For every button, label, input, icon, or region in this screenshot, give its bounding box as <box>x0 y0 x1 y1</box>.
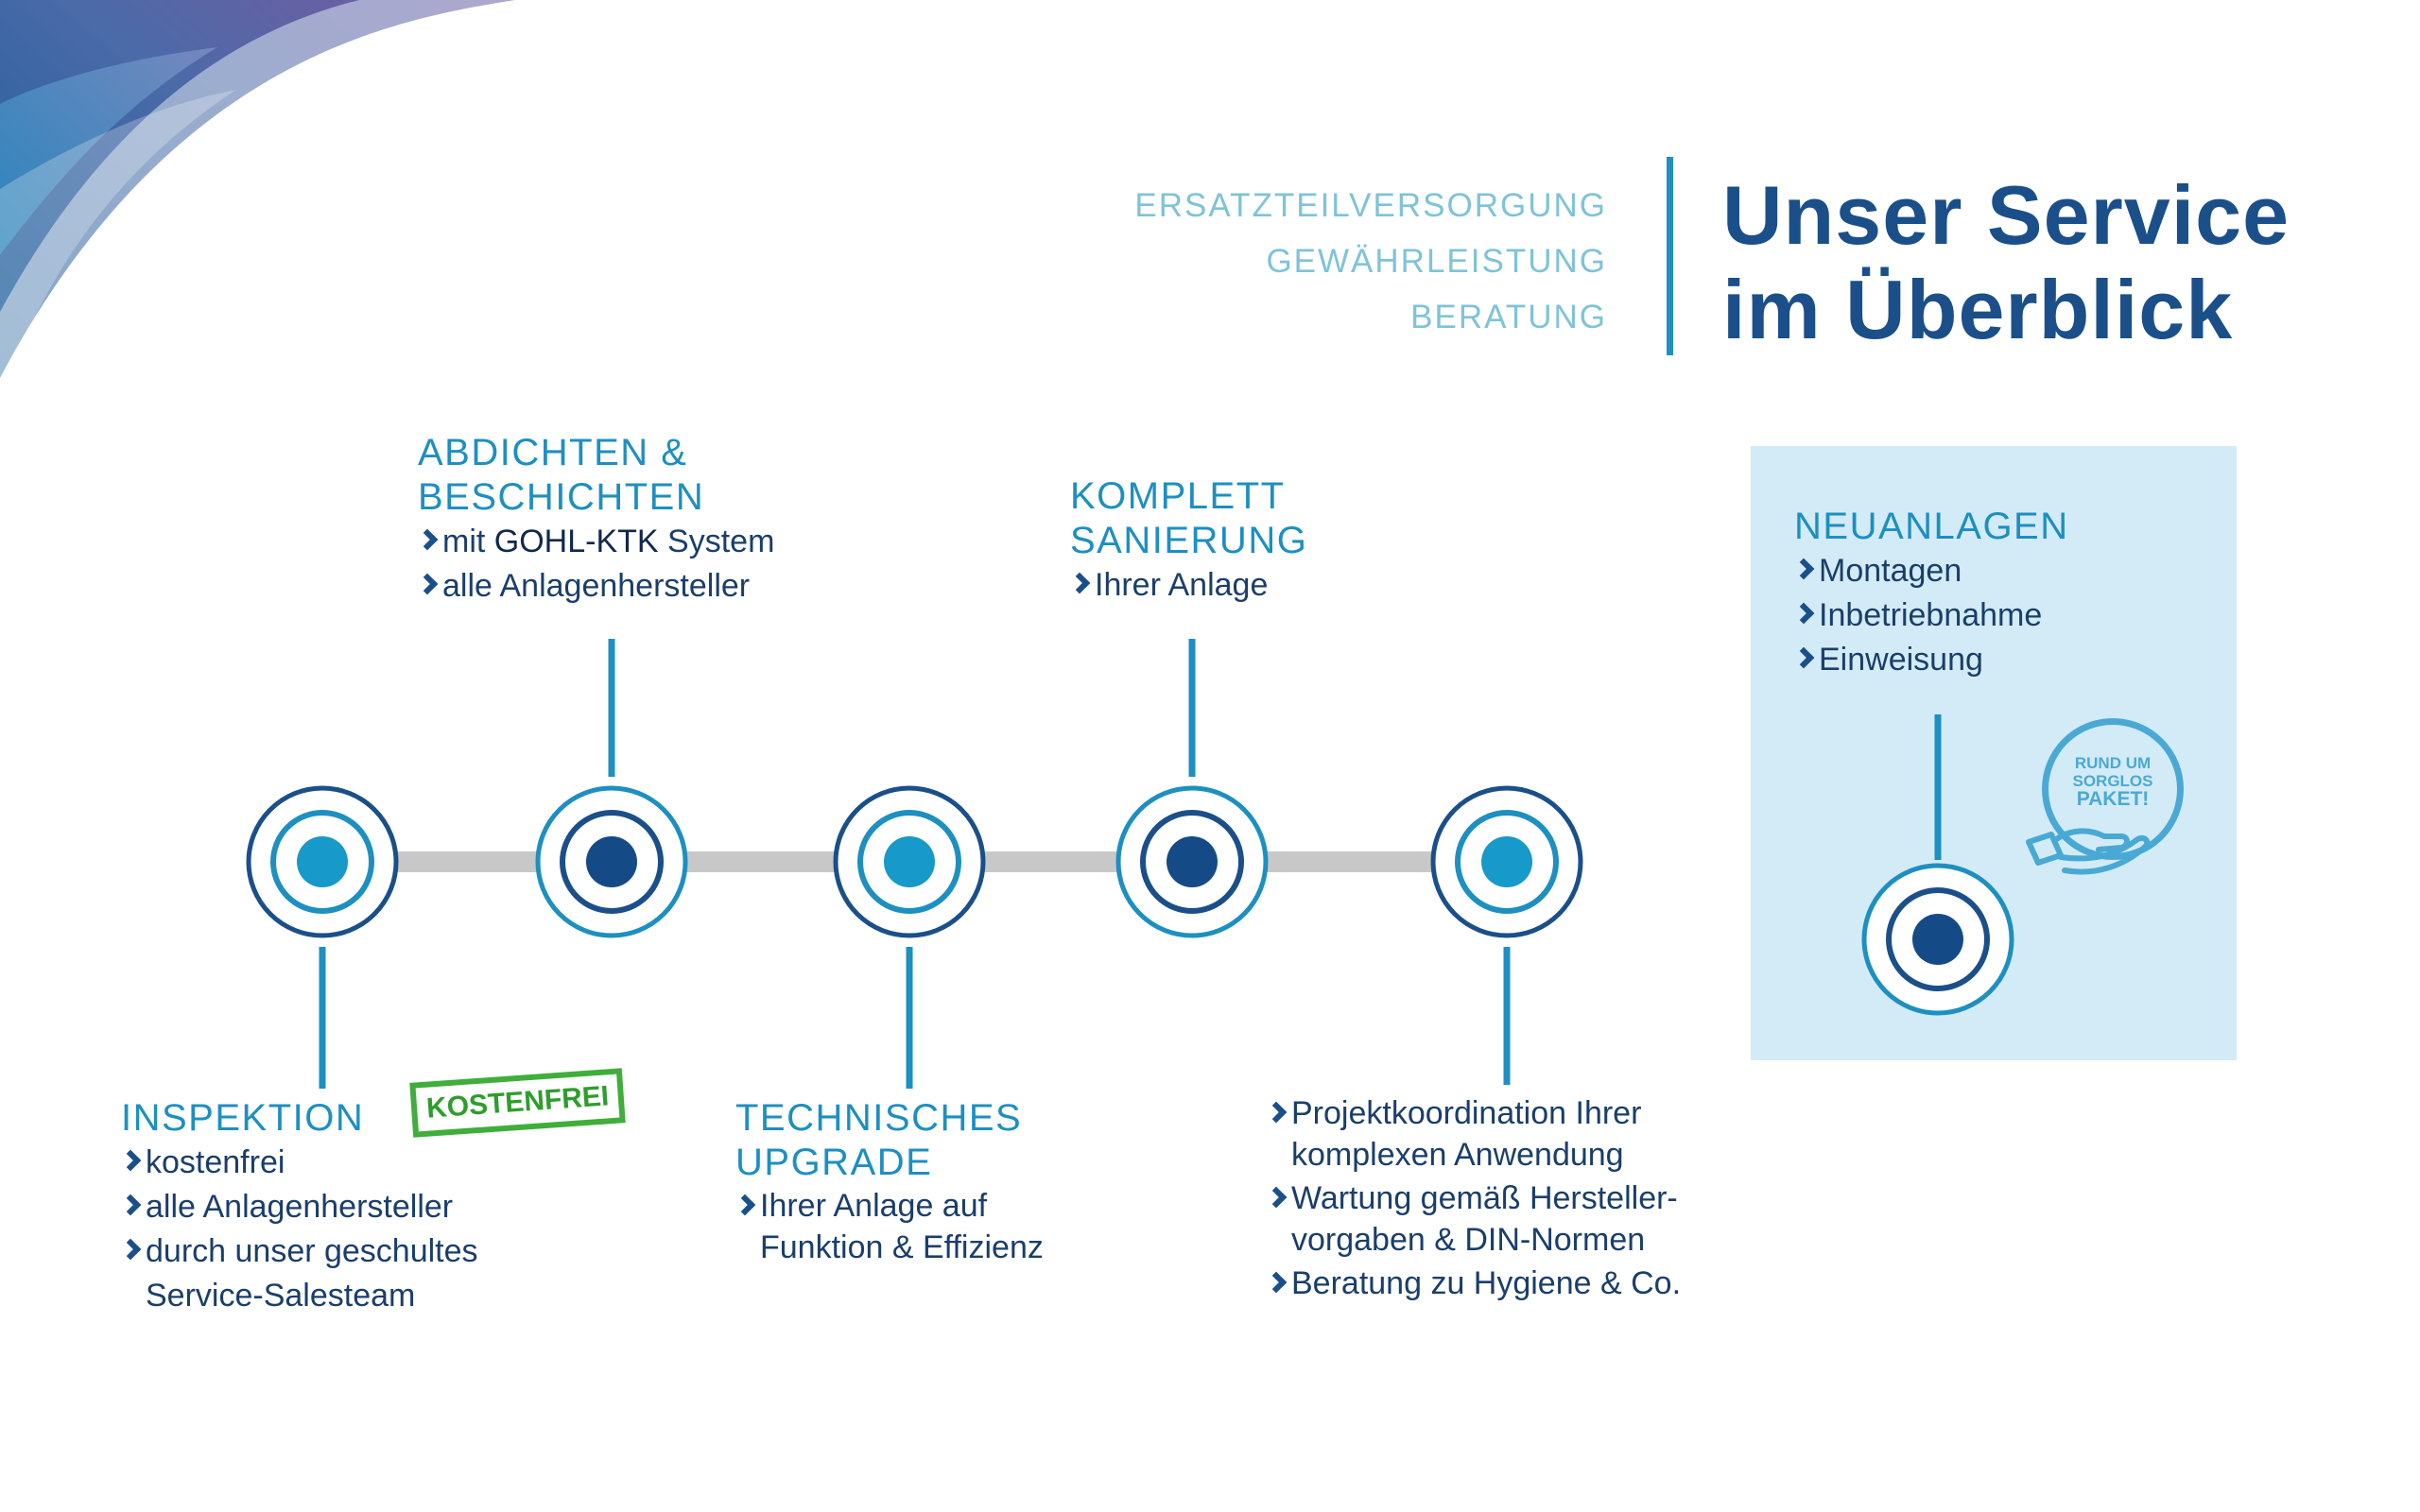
heading-line: BESCHICHTEN <box>418 476 705 518</box>
list-item: alle Anlagenhersteller <box>418 564 774 609</box>
list-item: Wartung gemäß Hersteller- vorgaben & DIN… <box>1267 1177 1681 1261</box>
list-item: Beratung zu Hygiene & Co. <box>1267 1263 1681 1304</box>
station-inspektion: INSPEKTION kostenfrei alle Anlagenherste… <box>121 1096 478 1318</box>
list-item: alle Anlagenhersteller <box>121 1185 478 1229</box>
item-text: durch unser geschultes <box>146 1233 478 1269</box>
badge-line: RUND UM <box>2074 754 2152 772</box>
heading-line: INSPEKTION <box>121 1097 365 1139</box>
list-item: mit GOHL-KTK System <box>418 520 774 564</box>
badge-line: PAKET! <box>2076 788 2150 810</box>
tagline-gewaehrleistung: GEWÄHRLEISTUNG <box>1266 243 1607 280</box>
item-text: Ihrer Anlage <box>1095 567 1269 603</box>
item-text: Ihrer Anlage auf <box>760 1188 988 1224</box>
badge-line: SORGLOS <box>2072 772 2153 790</box>
list-item: durch unser geschultes Service-Salesteam <box>121 1229 478 1318</box>
title-divider <box>1667 157 1673 355</box>
station-wartung: Projektkoordination Ihrer komplexen Anwe… <box>1267 1092 1681 1304</box>
node-core-wartung <box>1481 836 1532 887</box>
brand-name: GOHL-KTK <box>493 524 659 559</box>
node-core-sanierung <box>1167 836 1218 887</box>
item-text: mit <box>442 524 494 559</box>
item-text-continued: vorgaben & DIN-Normen <box>1291 1222 1646 1258</box>
item-text: alle Anlagenhersteller <box>146 1189 454 1225</box>
title-line-2: im Überblick <box>1722 263 2234 356</box>
node-core-neuanlagen <box>1912 914 1963 965</box>
node-core-inspektion <box>297 836 348 887</box>
item-list: Ihrer Anlage auf Funktion & Effizienz <box>735 1185 1044 1268</box>
list-item: Montagen <box>1794 549 2069 593</box>
heading-line: UPGRADE <box>735 1142 933 1183</box>
station-heading: NEUANLAGEN <box>1794 505 2069 549</box>
item-text: Beratung zu Hygiene & Co. <box>1291 1265 1682 1301</box>
list-item: kostenfrei <box>121 1141 478 1185</box>
list-item: Inbetriebnahme <box>1794 593 2069 638</box>
item-text-continued: komplexen Anwendung <box>1291 1137 1624 1173</box>
tagline-beratung: BERATUNG <box>1410 299 1607 335</box>
item-list: Montagen Inbetriebnahme Einweisung <box>1794 549 2069 682</box>
heading-line: SANIERUNG <box>1070 520 1308 561</box>
station-heading: INSPEKTION <box>121 1096 478 1141</box>
item-text: Inbetriebnahme <box>1819 597 2043 633</box>
item-text: kostenfrei <box>146 1144 285 1180</box>
badge-ring <box>2042 718 2184 860</box>
station-heading: KOMPLETT SANIERUNG <box>1070 474 1307 563</box>
item-text: System <box>658 524 775 559</box>
heading-line: ABDICHTEN & <box>418 432 688 473</box>
item-text: Projektkoordination Ihrer <box>1291 1095 1642 1131</box>
title-line-1: Unser Service <box>1722 168 2290 262</box>
sorglos-paket-badge: RUND UM SORGLOS PAKET! <box>2023 718 2212 898</box>
page-title: Unser Service im Überblick <box>1722 168 2290 357</box>
station-heading: ABDICHTEN & BESCHICHTEN <box>418 431 774 520</box>
station-upgrade: TECHNISCHES UPGRADE Ihrer Anlage auf Fun… <box>735 1096 1044 1268</box>
item-text: alle Anlagenhersteller <box>442 568 751 604</box>
item-text: Wartung gemäß Hersteller- <box>1291 1180 1678 1216</box>
heading-line: NEUANLAGEN <box>1794 506 2069 547</box>
item-list: Projektkoordination Ihrer komplexen Anwe… <box>1267 1092 1681 1304</box>
heading-line: TECHNISCHES <box>735 1097 1023 1139</box>
item-list: Ihrer Anlage <box>1070 563 1307 608</box>
station-heading: TECHNISCHES UPGRADE <box>735 1096 1044 1185</box>
item-text-continued: Funktion & Effizienz <box>760 1229 1044 1265</box>
item-list: mit GOHL-KTK System alle Anlagenherstell… <box>418 520 774 609</box>
corner-swoosh-decoration <box>0 0 515 378</box>
station-sanierung: KOMPLETT SANIERUNG Ihrer Anlage <box>1070 474 1307 608</box>
tagline-ersatzteilversorgung: ERSATZTEILVERSORGUNG <box>1134 187 1607 224</box>
item-list: kostenfrei alle Anlagenhersteller durch … <box>121 1141 478 1318</box>
item-text-continued: Service-Salesteam <box>146 1278 416 1314</box>
item-text: Einweisung <box>1819 642 1983 678</box>
node-core-upgrade <box>884 836 935 887</box>
heading-line: KOMPLETT <box>1070 475 1286 517</box>
list-item: Projektkoordination Ihrer komplexen Anwe… <box>1267 1092 1681 1176</box>
station-abdichten: ABDICHTEN & BESCHICHTEN mit GOHL-KTK Sys… <box>418 431 774 609</box>
open-hand-icon <box>2026 828 2151 875</box>
station-neuanlagen: NEUANLAGEN Montagen Inbetriebnahme Einwe… <box>1794 505 2069 682</box>
badge-text: RUND UM SORGLOS PAKET! <box>2061 754 2165 810</box>
list-item: Ihrer Anlage auf Funktion & Effizienz <box>735 1185 1044 1268</box>
node-core-abdichten <box>586 836 637 887</box>
item-text: Montagen <box>1819 553 1962 589</box>
service-taglines: ERSATZTEILVERSORGUNG GEWÄHRLEISTUNG BERA… <box>1134 178 1607 345</box>
list-item: Einweisung <box>1794 638 2069 682</box>
list-item: Ihrer Anlage <box>1070 563 1307 608</box>
